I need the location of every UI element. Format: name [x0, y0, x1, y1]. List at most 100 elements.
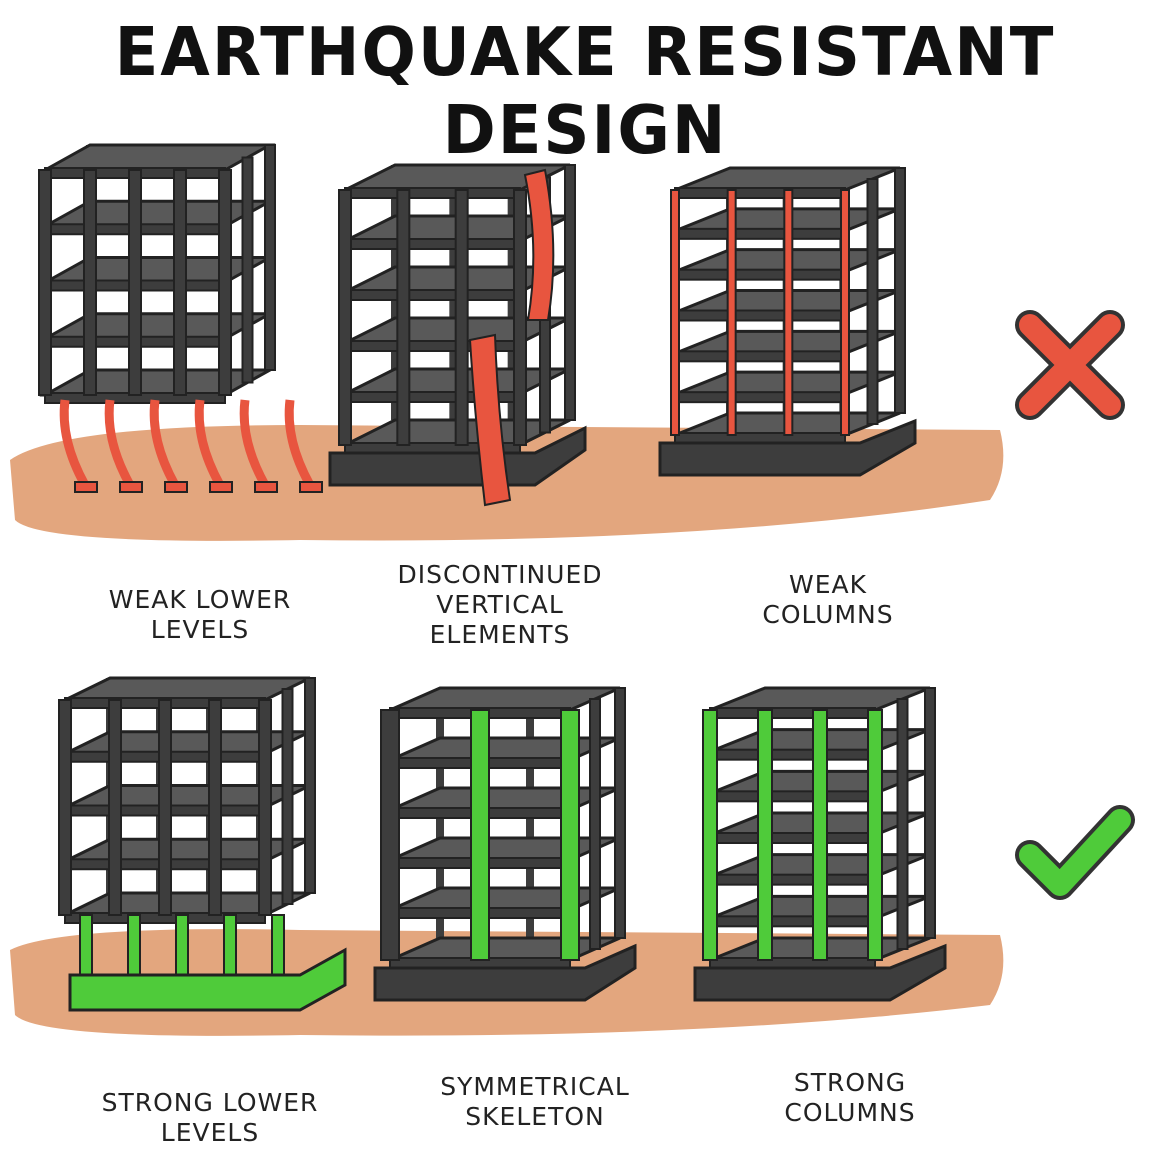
side-column: [589, 698, 601, 950]
side-column: [304, 677, 316, 894]
side-column: [564, 164, 576, 421]
highlighted-column: [470, 709, 490, 961]
highlighted-column: [783, 189, 794, 436]
building-weak-lower-levels: [38, 143, 323, 493]
slab-edge: [709, 915, 876, 928]
floor-slab: [64, 784, 311, 809]
building-symmetrical-skeleton: [373, 686, 637, 1002]
side-column: [264, 144, 276, 371]
red-wall-upper: [523, 168, 555, 321]
floor-slab: [64, 837, 311, 863]
highlighted-column: [757, 709, 773, 961]
slab-edge: [344, 238, 521, 250]
floor-slab: [389, 736, 621, 762]
side-column: [896, 698, 909, 950]
foundation-base: [328, 425, 587, 487]
column: [218, 169, 232, 396]
building-discontinued-vertical: [328, 163, 587, 507]
foundation-base: [373, 943, 637, 1002]
foundation-base: [693, 943, 947, 1002]
column: [58, 699, 72, 916]
column: [258, 699, 272, 916]
side-column: [866, 178, 879, 425]
slab-edge: [674, 187, 846, 199]
check-stroke: [1019, 809, 1131, 896]
column: [380, 709, 400, 961]
column: [108, 699, 122, 916]
footing: [209, 481, 233, 493]
highlighted-column: [840, 189, 850, 436]
floor-slab: [39, 143, 276, 172]
floor-slab: [39, 368, 276, 397]
floor-slab: [674, 166, 901, 192]
footing: [119, 481, 143, 493]
side-column: [241, 156, 254, 384]
highlighted-column: [812, 709, 828, 961]
slab-edge: [674, 268, 846, 281]
bent-leg: [149, 399, 179, 488]
column: [38, 169, 52, 396]
red-wall-lower: [468, 333, 512, 507]
slab-edge: [674, 350, 846, 363]
floor-slab: [64, 730, 311, 756]
side-column: [281, 688, 294, 905]
column: [454, 189, 469, 446]
bent-leg: [59, 399, 89, 488]
column: [396, 189, 411, 446]
red-x-icon: [1015, 310, 1125, 420]
slab-edge: [674, 309, 846, 322]
bent-leg: [194, 399, 224, 488]
floor-slab: [389, 686, 621, 712]
bent-leg: [239, 399, 269, 488]
highlighted-column: [726, 189, 737, 436]
column: [173, 169, 187, 396]
highlighted-column: [702, 709, 718, 961]
highlighted-column: [867, 709, 883, 961]
highlighted-column: [560, 709, 580, 961]
slab-edge: [709, 707, 876, 719]
column: [338, 189, 352, 446]
floor-slab: [64, 676, 311, 702]
slab-edge: [709, 832, 876, 844]
footing: [254, 481, 278, 493]
green-base: [68, 947, 347, 1012]
slab-edge: [709, 748, 876, 761]
floor-slab: [389, 786, 621, 812]
column: [83, 169, 97, 396]
building-strong-columns: [693, 686, 947, 1002]
foundation-base: [658, 418, 917, 477]
side-column: [924, 687, 936, 939]
slab-edge: [344, 187, 521, 199]
column: [513, 189, 527, 446]
column: [128, 169, 142, 396]
footing: [74, 481, 98, 493]
green-check-icon: [1015, 805, 1135, 900]
floor-slab: [389, 836, 621, 862]
building-strong-lower-levels: [58, 676, 347, 1012]
x-stroke: [1019, 314, 1121, 416]
highlighted-column: [670, 189, 680, 436]
floor-slab: [39, 199, 276, 228]
building-weak-columns: [658, 166, 917, 477]
floor-slab: [389, 886, 621, 912]
slab-edge: [709, 873, 876, 886]
slab-edge: [674, 227, 846, 240]
slab-edge: [344, 289, 521, 301]
floor-slab: [64, 891, 311, 917]
bent-leg: [284, 399, 314, 488]
side-column: [894, 167, 906, 414]
column: [158, 699, 172, 916]
footing: [164, 481, 188, 493]
diagram-title: EARTHQUAKE RESISTANT DESIGN: [114, 14, 1056, 170]
slab-edge: [709, 790, 876, 803]
floor-slab: [39, 256, 276, 284]
footing: [299, 481, 323, 493]
floor-slab: [39, 312, 276, 341]
column: [208, 699, 222, 916]
